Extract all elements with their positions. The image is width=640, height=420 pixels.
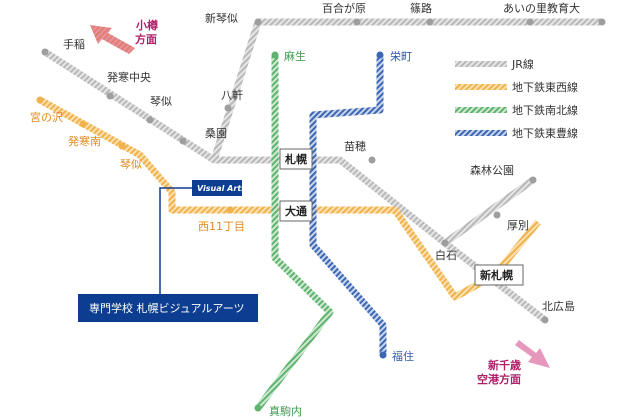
station-label-hassamuchuo: 発寒中央 bbox=[107, 70, 151, 84]
station-label-nishi11: 西11丁目 bbox=[198, 220, 245, 233]
station-dot bbox=[224, 104, 232, 112]
station-label-atsubetsu: 厚別 bbox=[507, 219, 529, 232]
legend-label-namboku: 地下鉄南北線 bbox=[512, 103, 578, 117]
station-dot bbox=[146, 116, 154, 124]
major-station-sapporo: 札幌 bbox=[279, 148, 313, 170]
station-dot bbox=[254, 18, 262, 26]
legend-swatch-toho bbox=[455, 130, 507, 136]
station-label-kotoni-jr: 琴似 bbox=[150, 95, 172, 108]
station-label-kitahiroshima: 北広島 bbox=[542, 299, 575, 313]
station-label-teine: 手稲 bbox=[63, 37, 85, 51]
school-name-label: 専門学校 札幌ビジュアルアーツ bbox=[89, 301, 245, 315]
station-label-asabu: 麻生 bbox=[284, 49, 306, 63]
station-label-kotoni-subway: 琴似 bbox=[120, 158, 142, 171]
direction-label-otaru: 小樽 bbox=[135, 18, 158, 32]
legend-swatch-namboku bbox=[455, 107, 507, 113]
namboku-line bbox=[255, 55, 334, 411]
major-station-shinsapporo: 新札幌 bbox=[474, 264, 524, 286]
major-station-label: 新札幌 bbox=[480, 268, 513, 282]
station-dot bbox=[426, 18, 434, 26]
station-dot bbox=[79, 120, 87, 128]
toho-station-dots bbox=[376, 51, 387, 359]
station-dot bbox=[41, 48, 49, 56]
legend-label-toho: 地下鉄東豊線 bbox=[512, 126, 578, 140]
station-dot bbox=[376, 51, 384, 59]
station-label-shinoro: 篠路 bbox=[410, 1, 432, 15]
otaru-arrow-icon bbox=[90, 25, 135, 54]
toho-line bbox=[309, 55, 387, 355]
station-label-makomanai: 真駒内 bbox=[269, 404, 302, 418]
station-dot bbox=[598, 18, 606, 26]
legend-label-tozai: 地下鉄東西線 bbox=[512, 80, 578, 94]
station-label-naebo: 苗穂 bbox=[344, 139, 366, 153]
direction-label-otaru-suffix: 方面 bbox=[135, 32, 157, 46]
direction-label-airport: 新千歳 bbox=[488, 358, 521, 372]
legend-label-jr: JR線 bbox=[511, 57, 534, 71]
station-label-soen: 桑園 bbox=[205, 127, 227, 140]
station-label-sakaemachi: 栄町 bbox=[390, 49, 412, 63]
station-dot bbox=[106, 92, 114, 100]
school-name-box[interactable]: 専門学校 札幌ビジュアルアーツ bbox=[78, 294, 258, 322]
jr-station-dots bbox=[41, 18, 606, 324]
station-label-shiroishi: 白石 bbox=[435, 248, 457, 262]
airport-arrow-icon bbox=[515, 340, 550, 368]
station-label-miyanosawa: 宮の沢 bbox=[30, 110, 63, 124]
legend: JR線 地下鉄東西線 地下鉄南北線 地下鉄東豊線 bbox=[455, 57, 578, 140]
major-station-label: 札幌 bbox=[284, 152, 307, 166]
station-dot bbox=[441, 239, 449, 247]
station-dot bbox=[368, 156, 376, 164]
station-dot bbox=[254, 404, 262, 412]
legend-swatch-tozai bbox=[455, 84, 507, 90]
tozai-station-dots bbox=[36, 96, 234, 214]
station-dot bbox=[179, 137, 187, 145]
station-dot bbox=[379, 351, 387, 359]
station-dot bbox=[353, 18, 361, 26]
station-label-hachiken: 八軒 bbox=[221, 89, 243, 102]
major-station-label: 大通 bbox=[285, 204, 307, 218]
station-dot bbox=[226, 206, 234, 214]
station-label-fukuzumi: 福住 bbox=[392, 349, 414, 363]
jr-chitose-branch bbox=[442, 177, 536, 246]
namboku-station-dots bbox=[254, 51, 279, 412]
station-dot bbox=[36, 96, 44, 104]
station-dot bbox=[529, 176, 537, 184]
major-station-odori: 大通 bbox=[279, 200, 313, 222]
station-dot bbox=[526, 18, 534, 26]
legend-swatch-jr bbox=[455, 61, 507, 67]
station-dot bbox=[271, 51, 279, 59]
station-label-shinkotoni: 新琴似 bbox=[205, 11, 238, 25]
station-label-ainosato: あいの里教育大 bbox=[503, 1, 580, 15]
visual-arts-label: Visual Arts bbox=[197, 184, 246, 193]
station-label-shinrinkoen: 森林公園 bbox=[470, 163, 514, 177]
direction-label-airport-suffix: 空港方面 bbox=[477, 372, 521, 386]
station-label-hassamuminami: 発寒南 bbox=[68, 134, 101, 148]
station-dot bbox=[493, 211, 501, 219]
station-dot bbox=[541, 316, 549, 324]
station-dot bbox=[118, 142, 126, 150]
school-leader-line bbox=[159, 187, 192, 296]
station-label-yurigahara: 百合が原 bbox=[322, 1, 366, 15]
visual-arts-marker[interactable]: Visual Arts bbox=[192, 180, 246, 196]
